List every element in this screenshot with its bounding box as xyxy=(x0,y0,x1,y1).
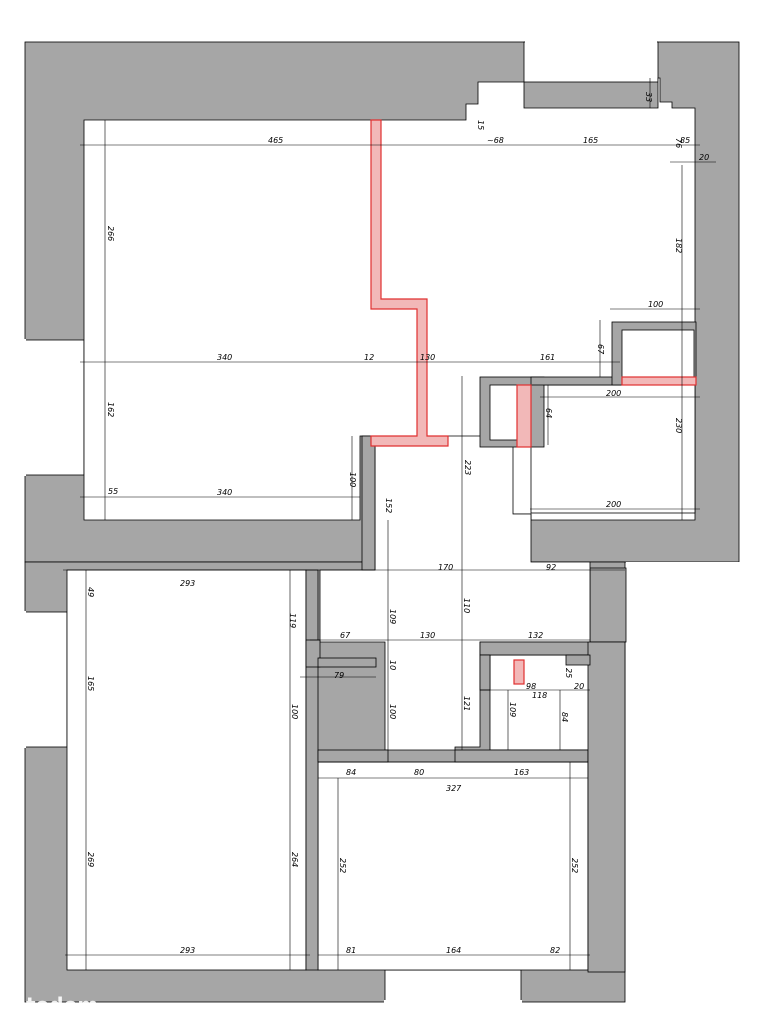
dim-132: 132 xyxy=(528,631,543,640)
dim-33: 33 xyxy=(644,92,653,102)
niche-interior xyxy=(621,329,695,378)
dimension-labels: 465 ~68 165 15 33 76 85 20 266 182 100 3… xyxy=(86,92,709,955)
partition-stub-2 xyxy=(317,657,377,668)
dim-165b: 165 xyxy=(86,676,95,691)
dim-340a: 340 xyxy=(217,353,232,362)
dim-84b: 84 xyxy=(346,768,356,777)
dim-200b: 200 xyxy=(606,500,621,509)
dim-15: 15 xyxy=(476,120,485,130)
dim-64: 64 xyxy=(544,408,553,418)
watermark: todom xyxy=(26,993,98,1017)
partition-vertical-left xyxy=(305,569,319,971)
lower-right-room xyxy=(317,761,589,971)
new-wall-zigzag xyxy=(370,119,449,447)
lower-right-column xyxy=(587,641,626,973)
dim-100c: 100 xyxy=(290,704,299,719)
dim-264: 264 xyxy=(290,852,299,867)
dim-119: 119 xyxy=(288,613,297,628)
dim-110: 110 xyxy=(462,598,471,613)
dim-223: 223 xyxy=(463,460,472,475)
partitions xyxy=(305,321,697,973)
new-wall-niche xyxy=(621,376,697,386)
hall-corridor xyxy=(319,435,591,751)
dim-92: 92 xyxy=(546,563,556,572)
dim-230: 230 xyxy=(674,418,683,433)
dim-252b: 252 xyxy=(570,858,579,873)
dim-182: 182 xyxy=(674,238,683,253)
dim-293a: 293 xyxy=(180,579,195,588)
dim-100d: 100 xyxy=(388,704,397,719)
dim-20b: 20 xyxy=(574,682,584,691)
dim-68: ~68 xyxy=(487,136,504,145)
partition-horizontal-mid xyxy=(317,749,389,763)
bathroom xyxy=(489,654,591,751)
dim-76: 76 xyxy=(674,138,683,148)
dim-118: 118 xyxy=(532,691,547,700)
new-wall-closet xyxy=(516,384,532,448)
dim-109a: 109 xyxy=(388,609,397,624)
partition-horizontal-right xyxy=(454,749,589,763)
dim-80: 80 xyxy=(414,768,424,777)
dim-67b: 67 xyxy=(340,631,351,640)
room-right-small xyxy=(530,384,696,514)
dim-67a: 67 xyxy=(596,344,605,355)
dim-130b: 130 xyxy=(420,631,435,640)
dim-10: 10 xyxy=(388,660,397,670)
dim-327: 327 xyxy=(446,784,462,793)
dim-340b: 340 xyxy=(217,488,232,497)
dim-293b: 293 xyxy=(180,946,195,955)
dim-170: 170 xyxy=(438,563,453,572)
upper-divider-stub xyxy=(361,435,376,571)
dim-49: 49 xyxy=(86,587,95,597)
dim-85: 85 xyxy=(680,136,690,145)
dim-20a: 20 xyxy=(699,153,709,162)
dimension-lines xyxy=(63,78,716,970)
pillar-right xyxy=(530,376,623,386)
dim-163: 163 xyxy=(514,768,529,777)
dim-84a: 84 xyxy=(560,712,569,722)
bath-left-wall xyxy=(479,654,491,691)
dim-100b: 100 xyxy=(348,472,357,487)
dim-164: 164 xyxy=(446,946,461,955)
dim-55: 55 xyxy=(108,487,118,496)
dim-130a: 130 xyxy=(420,353,435,362)
dim-165: 165 xyxy=(583,136,598,145)
dim-25: 25 xyxy=(564,668,573,678)
dim-161: 161 xyxy=(540,353,555,362)
dim-81: 81 xyxy=(346,946,356,955)
dim-82: 82 xyxy=(550,946,560,955)
dim-266: 266 xyxy=(106,226,115,241)
lower-left-bedroom xyxy=(66,569,307,971)
dim-121: 121 xyxy=(462,696,471,711)
new-walls xyxy=(370,119,697,685)
dim-252a: 252 xyxy=(338,858,347,873)
dim-465: 465 xyxy=(268,136,283,145)
dim-12: 12 xyxy=(364,353,374,362)
top-balcony-notch xyxy=(523,41,659,83)
dim-200a: 200 xyxy=(606,389,621,398)
dim-269: 269 xyxy=(86,852,95,867)
dim-100a: 100 xyxy=(648,300,663,309)
dim-162: 162 xyxy=(106,402,115,417)
dim-98: 98 xyxy=(526,682,536,691)
dim-79: 79 xyxy=(334,671,344,680)
bath-top-wall xyxy=(479,641,591,656)
new-wall-bath xyxy=(513,659,525,685)
dim-109b: 109 xyxy=(508,702,517,717)
dim-152: 152 xyxy=(384,498,393,513)
